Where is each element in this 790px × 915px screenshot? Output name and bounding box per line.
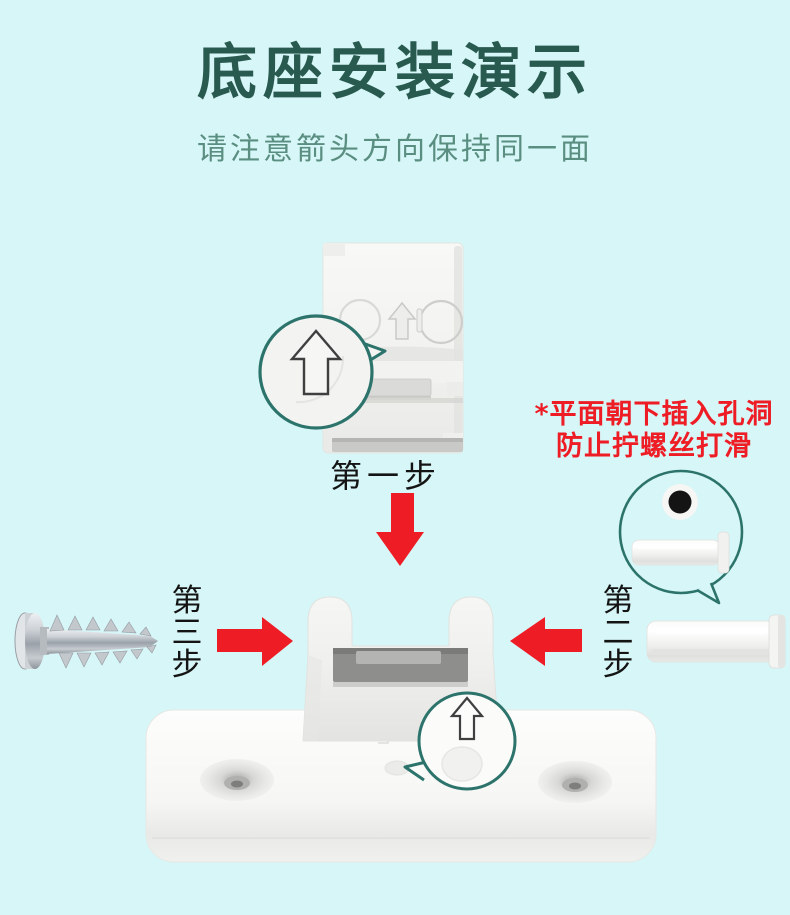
orientation-note: *平面朝下插入孔洞 防止拧螺丝打滑 [518,399,790,463]
plate-hole-right [538,761,612,803]
pin-end-hole [662,484,698,520]
step2-left-arrow-icon [510,617,582,666]
plate-hole-left [200,759,274,801]
step1-label: 第一步 [330,457,442,495]
screw-threads [49,614,157,669]
page-title: 底座安装演示 [197,38,593,108]
callout-plate [403,691,517,791]
callout-step1 [258,314,387,430]
callout-up-arrow-icon [449,696,485,741]
embossed-up-arrow-icon [387,301,423,340]
step2-label: 第二步 [602,583,634,683]
callout-pin [618,469,744,605]
callout-up-arrow-icon [289,329,343,396]
screw-part [14,612,158,670]
step1-down-arrow-icon [376,493,424,566]
step3-right-arrow-icon [217,617,293,666]
pin-mini [631,531,730,574]
orientation-note-line1: *平面朝下插入孔洞 [534,399,774,430]
page-subtitle: 请注意箭头方向保持同一面 [197,132,593,167]
step3-label: 第三步 [171,583,203,683]
orientation-note-line2: 防止拧螺丝打滑 [556,431,752,462]
pin-part [646,614,786,669]
